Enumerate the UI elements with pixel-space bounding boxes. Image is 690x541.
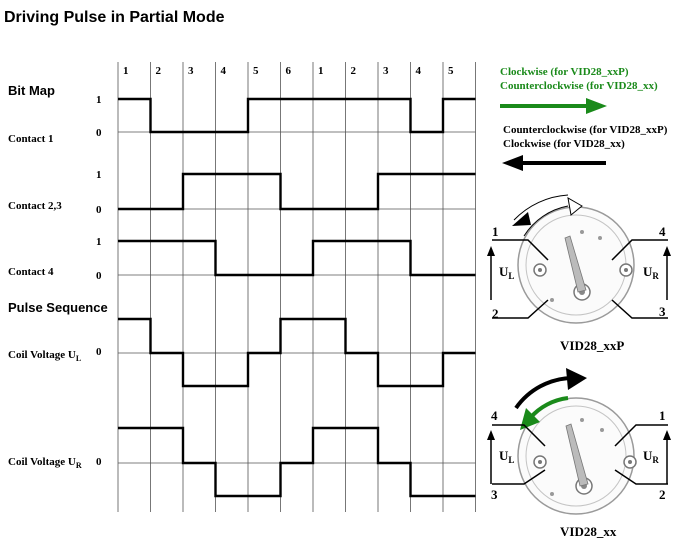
column-number: 4 bbox=[221, 65, 227, 77]
green-arrow-head bbox=[586, 98, 607, 114]
coil-voltage-label: UL bbox=[499, 448, 514, 465]
pin-label: 1 bbox=[492, 224, 499, 239]
pin-label: 2 bbox=[492, 306, 499, 321]
section-label: Pulse Sequence bbox=[8, 300, 108, 315]
coil-voltage-label: UR bbox=[643, 448, 659, 465]
column-number: 1 bbox=[318, 65, 324, 77]
column-number: 3 bbox=[383, 65, 389, 77]
section-label: Bit Map bbox=[8, 83, 55, 98]
pin-label: 3 bbox=[659, 304, 666, 319]
column-number: 5 bbox=[253, 65, 259, 77]
row-label: Coil Voltage UR bbox=[8, 456, 82, 470]
pin-label: 4 bbox=[659, 224, 666, 239]
legend-black-1: Counterclockwise (for VID28_xxP) bbox=[503, 124, 668, 136]
legend-green-1: Clockwise (for VID28_xxP) bbox=[500, 66, 629, 78]
pin-label: 2 bbox=[659, 487, 666, 502]
direction-legend: Clockwise (for VID28_xxP) Counterclockwi… bbox=[500, 66, 668, 171]
waveform-contact-1 bbox=[118, 97, 476, 134]
level-label: 0 bbox=[96, 456, 102, 468]
column-number: 3 bbox=[188, 65, 194, 77]
pointer-needle bbox=[565, 423, 589, 487]
motor-vid28-xx: 4 1 3 2 UL UR VID28_xx bbox=[487, 368, 671, 539]
waveform-coil-ul bbox=[118, 317, 476, 388]
black-arrow-head bbox=[502, 155, 523, 171]
rotation-arrow-open bbox=[567, 197, 583, 216]
timing-grid bbox=[117, 62, 476, 512]
pointer-needle bbox=[564, 235, 587, 293]
column-labels: 1 2 3 4 5 6 1 2 3 4 5 bbox=[123, 65, 454, 77]
row-label: Contact 1 bbox=[8, 133, 54, 145]
pin-label: 1 bbox=[659, 408, 666, 423]
row-label: Contact 4 bbox=[8, 266, 54, 278]
pin-label: 3 bbox=[491, 487, 498, 502]
pin-label: 4 bbox=[491, 408, 498, 423]
rotation-arrow-filled bbox=[512, 212, 531, 226]
row-label: Coil Voltage UL bbox=[8, 349, 81, 363]
level-label: 0 bbox=[96, 204, 102, 216]
column-number: 4 bbox=[416, 65, 422, 77]
column-number: 5 bbox=[448, 65, 454, 77]
legend-green-2: Counterclockwise (for VID28_xx) bbox=[500, 80, 658, 92]
column-number: 2 bbox=[351, 65, 357, 77]
level-label: 1 bbox=[96, 169, 102, 181]
level-label: 0 bbox=[96, 270, 102, 282]
level-label: 1 bbox=[96, 94, 102, 106]
level-label: 0 bbox=[96, 346, 102, 358]
waveform-contact-4 bbox=[118, 239, 476, 277]
row-label: Contact 2,3 bbox=[8, 200, 62, 212]
coil-voltage-label: UR bbox=[643, 264, 659, 281]
coil-voltage-label: UL bbox=[499, 264, 514, 281]
motor-name: VID28_xxP bbox=[560, 338, 624, 353]
waveforms bbox=[118, 97, 476, 498]
rotation-arc bbox=[513, 194, 569, 221]
column-number: 1 bbox=[123, 65, 129, 77]
level-label: 1 bbox=[96, 236, 102, 248]
motor-name: VID28_xx bbox=[560, 524, 617, 539]
column-number: 2 bbox=[156, 65, 162, 77]
waveform-contact-23 bbox=[118, 172, 476, 211]
level-label: 0 bbox=[96, 127, 102, 139]
rotation-arc-black bbox=[514, 376, 573, 410]
column-number: 6 bbox=[286, 65, 292, 77]
page-title: Driving Pulse in Partial Mode bbox=[4, 9, 225, 26]
motor-vid28-xxp: 1 4 2 3 UL UR VID28_xxP bbox=[487, 194, 671, 353]
waveform-coil-ur bbox=[118, 426, 476, 498]
legend-black-2: Clockwise (for VID28_xx) bbox=[503, 138, 625, 150]
